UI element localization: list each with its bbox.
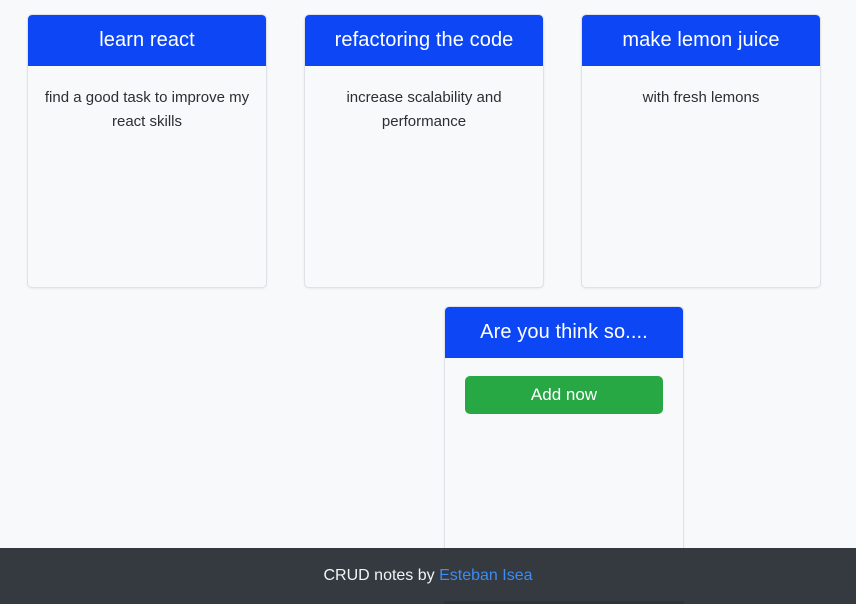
add-note-card-bottom-edge — [444, 601, 684, 604]
add-now-button[interactable]: Add now — [465, 376, 663, 414]
note-card-title: make lemon juice — [582, 15, 820, 66]
note-card-title: learn react — [28, 15, 266, 66]
note-card-description: increase scalability and performance — [346, 89, 502, 130]
add-note-card-body: Add now — [445, 358, 683, 432]
note-card[interactable]: make lemon juice with fresh lemons — [581, 14, 821, 288]
add-note-card: Are you think so.... Add now — [444, 306, 684, 564]
footer-credit-text: CRUD notes by — [323, 567, 440, 584]
add-note-card-title: Are you think so.... — [445, 307, 683, 358]
note-card-description: with fresh lemons — [642, 89, 760, 106]
page-footer: CRUD notes by Esteban Isea — [0, 548, 856, 604]
notes-grid: learn react find a good task to improve … — [0, 14, 856, 288]
note-card[interactable]: learn react find a good task to improve … — [27, 14, 267, 288]
footer-author-link[interactable]: Esteban Isea — [439, 567, 533, 584]
note-card-title: refactoring the code — [305, 15, 543, 66]
note-card-description: find a good task to improve my react ski… — [44, 89, 250, 130]
note-card[interactable]: refactoring the code increase scalabilit… — [304, 14, 544, 288]
